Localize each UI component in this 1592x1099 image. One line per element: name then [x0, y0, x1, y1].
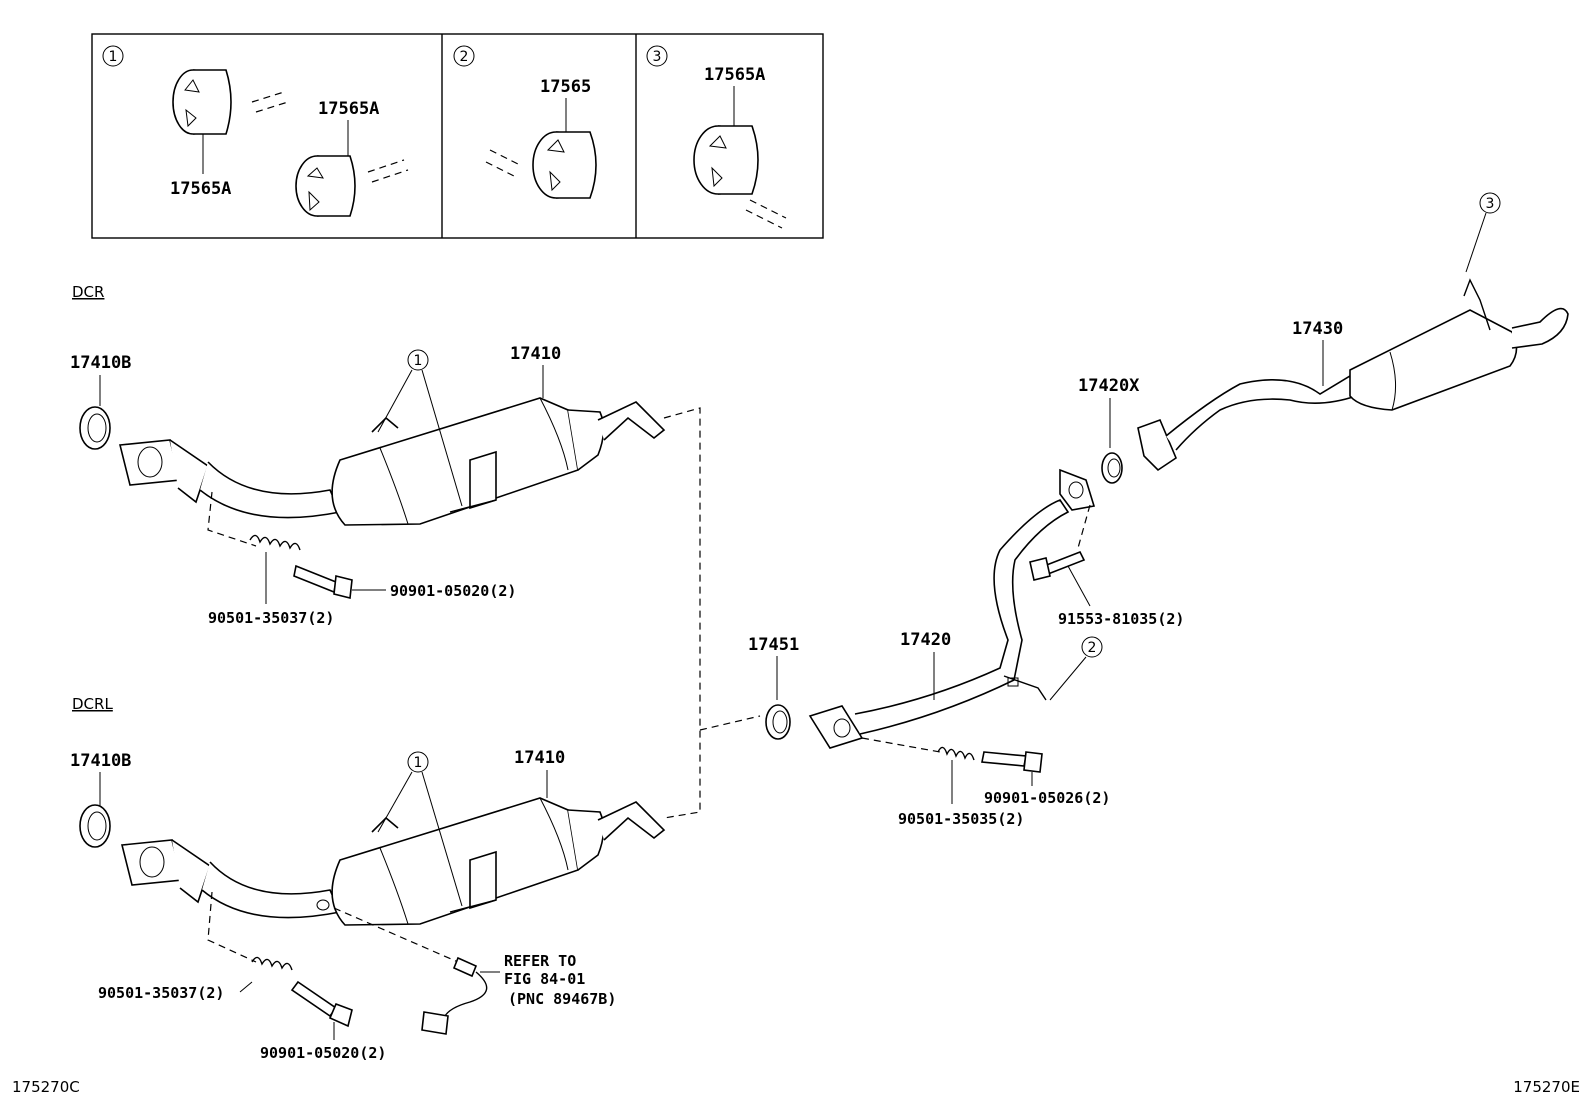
legend-box-2: 2 17565 — [453, 45, 597, 199]
spring-icon — [251, 956, 293, 971]
front-pipe-icon — [808, 468, 1096, 749]
refer-line-1: REFER TO — [504, 952, 576, 970]
part-label-17430: 17430 — [1292, 319, 1343, 339]
part-label-90501-35037: 90501-35037(2) — [208, 609, 334, 627]
tail-muffler-icon — [1137, 278, 1569, 472]
catalytic-converter-icon — [118, 397, 666, 526]
part-label-17410: 17410 — [510, 344, 561, 364]
spring-icon — [249, 534, 301, 551]
tail-pipe-section: 17430 3 — [1137, 192, 1569, 472]
catalytic-converter-icon — [120, 797, 666, 926]
diagram-code-right: 175270E — [1513, 1078, 1580, 1096]
callout-number: 2 — [1088, 640, 1097, 656]
bolt-icon — [290, 980, 353, 1028]
connection-line — [699, 715, 761, 731]
oxygen-sensor-icon — [421, 956, 488, 1035]
part-label-90901-05020: 90901-05020(2) — [390, 582, 516, 600]
callout-number: 1 — [414, 353, 423, 369]
part-label-90501-35037: 90501-35037(2) — [98, 984, 224, 1002]
part-label-17410b: 17410B — [70, 751, 131, 771]
part-label-17420: 17420 — [900, 630, 951, 650]
part-label-90901-05026: 90901-05026(2) — [984, 789, 1110, 807]
spring-icon — [937, 746, 975, 761]
bolt-icon — [981, 751, 1043, 773]
bolt-icon — [293, 564, 353, 599]
part-label-90501-35035: 90501-35035(2) — [898, 810, 1024, 828]
connection-line — [663, 407, 701, 819]
gasket-ring-icon — [1101, 452, 1123, 484]
section-label-dcrl: DCRL — [72, 695, 113, 713]
rubber-hanger-icon — [532, 131, 597, 199]
callout-number: 3 — [653, 49, 662, 65]
gasket-ring-icon — [79, 406, 111, 450]
legend-box-group: 1 17565A 17565A 2 17565 — [91, 33, 824, 239]
center-pipe-section: 17451 17420 2 90501-35035(2) — [748, 376, 1184, 828]
part-label-17565a: 17565A — [170, 179, 231, 199]
rubber-hanger-icon — [295, 155, 356, 217]
callout-number: 3 — [1486, 196, 1495, 212]
dcrl-section: DCRL 17410B 17410 1 — [70, 695, 666, 1062]
part-label-17410: 17410 — [514, 748, 565, 768]
part-label-17565a: 17565A — [318, 99, 379, 119]
legend-box-3: 3 17565A — [646, 45, 787, 229]
refer-line-2: FIG 84-01 — [504, 970, 585, 988]
diagram-code-left: 175270C — [12, 1078, 80, 1096]
gasket-ring-icon — [765, 704, 791, 740]
part-label-17420x: 17420X — [1078, 376, 1140, 396]
part-label-90901-05020: 90901-05020(2) — [260, 1044, 386, 1062]
dcr-section: DCR 17410B 17410 — [70, 283, 666, 627]
part-label-17451: 17451 — [748, 635, 799, 655]
rubber-hanger-icon — [172, 69, 232, 135]
part-label-17565: 17565 — [540, 77, 591, 97]
callout-number: 2 — [460, 49, 469, 65]
callout-number: 1 — [414, 755, 423, 771]
part-label-91553-81035: 91553-81035(2) — [1058, 610, 1184, 628]
gasket-ring-icon — [79, 804, 111, 848]
part-label-17410b: 17410B — [70, 353, 131, 373]
callout-number: 1 — [109, 49, 118, 65]
legend-box-1: 1 17565A 17565A — [102, 45, 409, 217]
part-label-17565a: 17565A — [704, 65, 765, 85]
rubber-hanger-icon — [693, 125, 759, 195]
refer-line-3: (PNC 89467B) — [508, 990, 616, 1008]
section-label-dcr: DCR — [72, 283, 104, 301]
bolt-icon — [1029, 550, 1086, 581]
